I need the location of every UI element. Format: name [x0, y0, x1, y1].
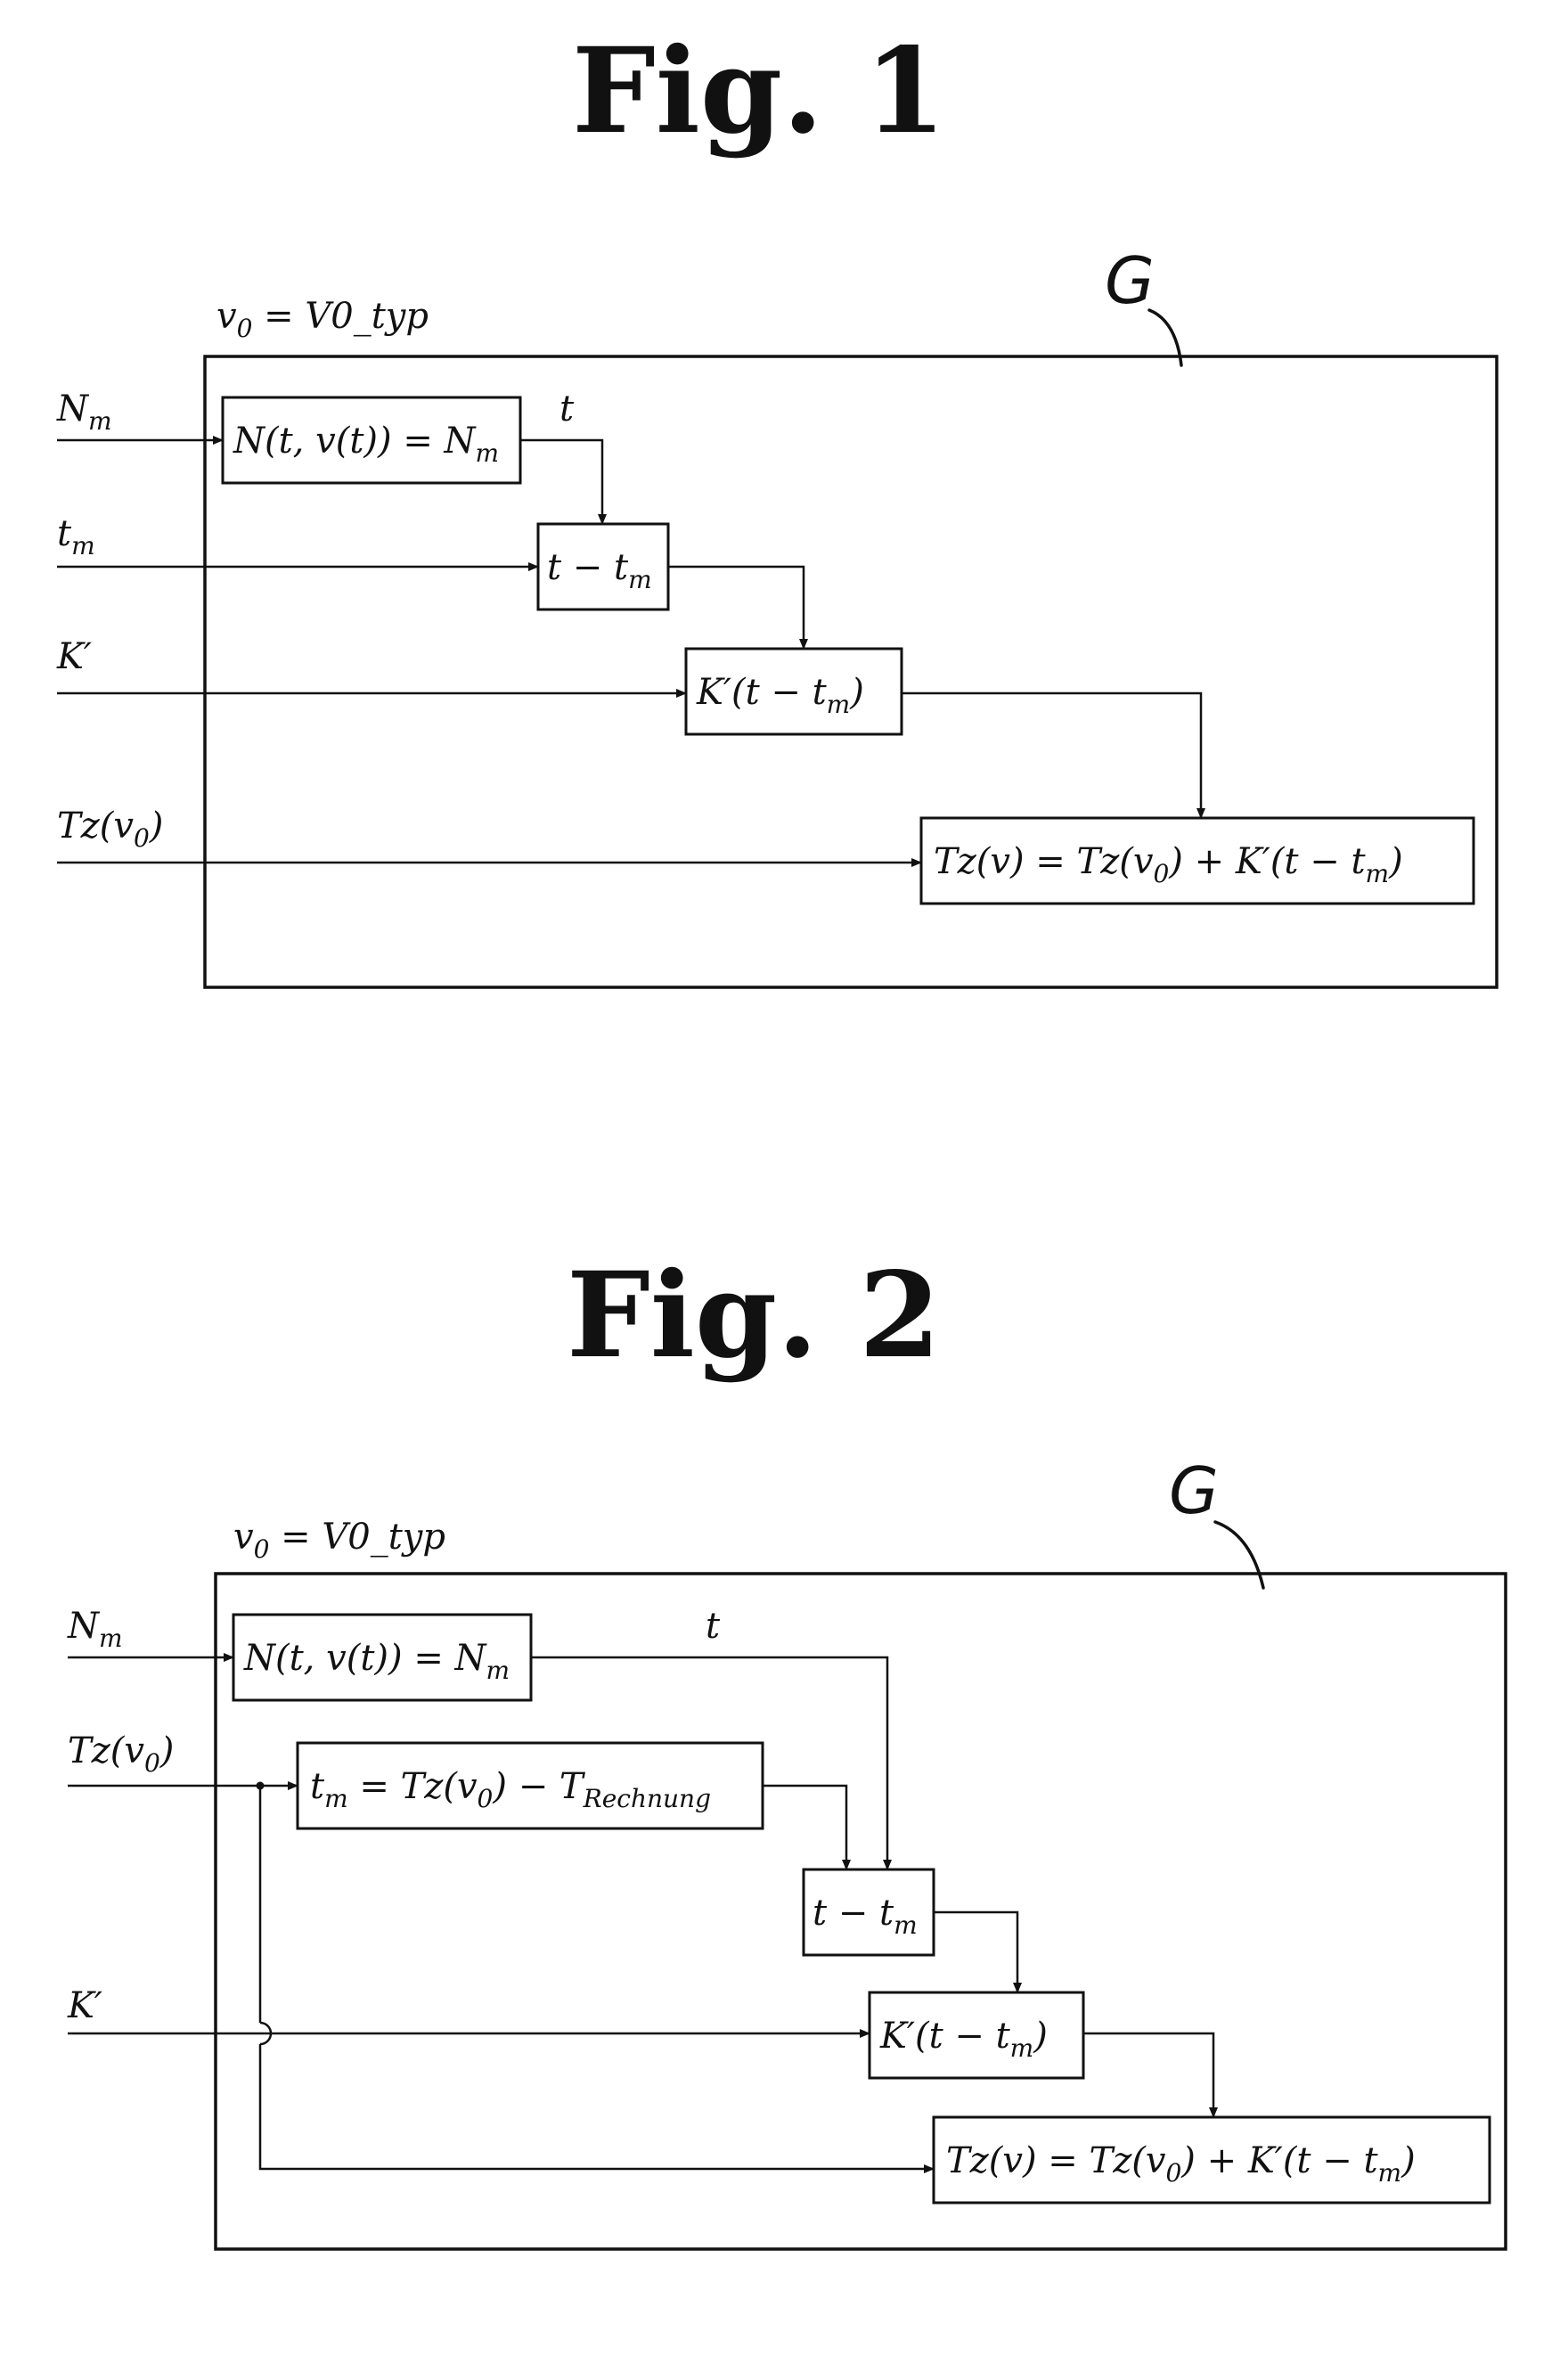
- fig1-input-label-tm: tm: [57, 513, 95, 560]
- fig1-condition-label: v0 = V0_typ: [216, 296, 429, 343]
- figure-1-title: Fig. 1: [572, 22, 946, 160]
- fig2-block-n-equation-text: N(t, v(t)) = Nm: [243, 1638, 510, 1685]
- fig2-input-label-tzv0: Tz(v0): [68, 1730, 174, 1778]
- fig2-block-t-minus-tm: t − tm: [804, 1869, 934, 1955]
- fig2-wire-k-times-out: [1083, 2033, 1213, 2117]
- fig1-block-n-equation: N(t, v(t)) = Nm: [223, 397, 520, 483]
- fig1-input-label-kprime: K′: [56, 636, 92, 677]
- fig2-wire-t-minus-out: [934, 1912, 1017, 1992]
- fig1-input-label-nm: Nm: [56, 389, 112, 436]
- fig2-block-n-equation: N(t, v(t)) = Nm: [233, 1615, 531, 1700]
- figure-1: Fig. 1 G v0 = V0_typ Nm tm K′ Tz(v0) t N…: [56, 22, 1497, 987]
- fig1-wire-t-signal: [520, 440, 602, 524]
- fig2-block-tz-output-text: Tz(v) = Tz(v0) + K′(t − tm): [946, 2140, 1416, 2188]
- fig2-reference-leader-line: [1215, 1522, 1263, 1588]
- fig2-reference-mark-g: G: [1169, 1453, 1219, 1528]
- fig2-block-tz-output: Tz(v) = Tz(v0) + K′(t − tm): [934, 2117, 1490, 2203]
- fig2-block-k-times: K′(t − tm): [870, 1992, 1083, 2078]
- fig2-wire-tm-calc-out: [763, 1786, 846, 1869]
- fig2-input-label-kprime: K′: [67, 1985, 102, 2026]
- fig1-block-k-times: K′(t − tm): [686, 649, 902, 734]
- fig1-block-tz-output: Tz(v) = Tz(v0) + K′(t − tm): [921, 818, 1474, 904]
- fig2-block-tm-calc: tm = Tz(v0) − TRechnung: [298, 1743, 763, 1828]
- fig1-input-label-tzv0: Tz(v0): [57, 806, 163, 853]
- fig1-reference-mark-g: G: [1105, 243, 1155, 318]
- fig2-signal-t-label: t: [706, 1606, 721, 1647]
- fig2-wire-tzv0-branch-lower: [260, 2044, 934, 2169]
- fig1-block-tz-output-text: Tz(v) = Tz(v0) + K′(t − tm): [934, 841, 1403, 888]
- figure-2-title: Fig. 2: [567, 1247, 941, 1385]
- figure-2: Fig. 2 G v0 = V0_typ Nm Tz(v0) K′ t N(t,…: [67, 1247, 1506, 2249]
- fig1-block-n-equation-text: N(t, v(t)) = Nm: [233, 421, 499, 468]
- fig1-signal-t-label: t: [559, 389, 575, 429]
- fig1-block-t-minus-tm: t − tm: [538, 524, 668, 609]
- fig1-wire-k-times-out: [902, 693, 1201, 818]
- fig2-input-label-nm: Nm: [67, 1606, 123, 1653]
- fig1-wire-t-minus-out: [668, 567, 804, 649]
- fig2-condition-label: v0 = V0_typ: [233, 1517, 445, 1564]
